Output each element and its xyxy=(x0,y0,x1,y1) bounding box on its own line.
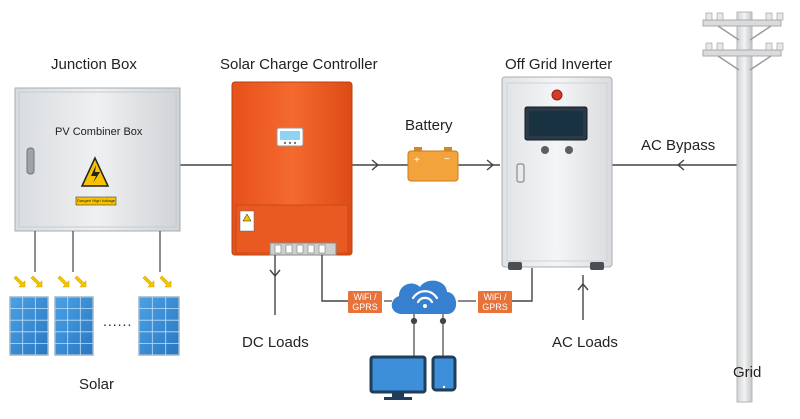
solar-charge-controller xyxy=(231,81,353,256)
wifi-gprs-tag-right: WiFi / GPRS xyxy=(478,291,512,313)
off-grid-inverter xyxy=(501,76,613,270)
phone-icon xyxy=(431,355,457,392)
solar-panel-2 xyxy=(54,296,94,356)
utility-pole xyxy=(702,11,784,403)
sun-ray-arrows xyxy=(13,275,172,288)
cloud-icon xyxy=(391,280,457,314)
junction-box xyxy=(14,87,181,232)
panel-ellipsis: ...... xyxy=(103,313,133,329)
battery-label: Battery xyxy=(405,117,453,134)
solar-label: Solar xyxy=(79,376,115,393)
cloud-links xyxy=(384,300,476,356)
inverter-label: Off Grid Inverter xyxy=(505,56,613,73)
wifi-gprs-tag-left: WiFi / GPRS xyxy=(348,291,382,313)
monitor-icon xyxy=(369,355,427,400)
solar-panels xyxy=(9,296,180,356)
solar-panel-1 xyxy=(9,296,49,356)
grid-label: Grid xyxy=(733,364,762,381)
battery: + − xyxy=(407,147,459,182)
charge-controller-label: Solar Charge Controller xyxy=(220,56,378,73)
main-wires xyxy=(180,159,745,171)
ac-bypass-label: AC Bypass xyxy=(641,137,716,154)
ac-loads-connection xyxy=(510,268,589,320)
panel-feed-lines xyxy=(34,231,161,272)
solar-panel-3 xyxy=(138,296,180,356)
junction-box-label: Junction Box xyxy=(51,56,137,73)
dc-loads-label: DC Loads xyxy=(242,334,309,351)
svg-text:−: − xyxy=(444,154,450,165)
pv-combiner-label: PV Combiner Box xyxy=(55,126,143,138)
ac-loads-label: AC Loads xyxy=(552,334,618,351)
danger-label: Danger! High Voltage xyxy=(77,198,116,203)
dc-loads-connection xyxy=(269,255,348,315)
svg-text:+: + xyxy=(414,155,420,166)
